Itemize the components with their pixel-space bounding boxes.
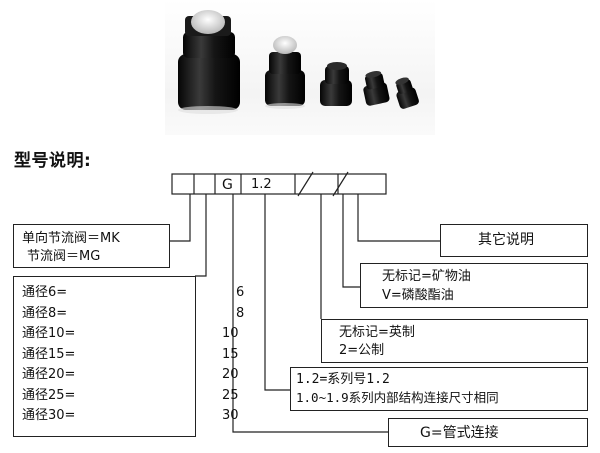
bore-size-label: 通径8= bbox=[22, 305, 68, 321]
valve-images bbox=[178, 10, 419, 114]
bore-size-value: 15 bbox=[222, 346, 239, 362]
series-line2: 1.0~1.9系列内部结构连接尺寸相同 bbox=[296, 390, 499, 405]
valve-tiny-icon bbox=[363, 71, 390, 106]
bore-size-value: 30 bbox=[222, 408, 239, 423]
oil-type-box bbox=[360, 263, 588, 308]
valve-small-icon bbox=[320, 62, 352, 106]
bore-size-value: 20 bbox=[222, 367, 239, 382]
code-series: 1.2 bbox=[251, 177, 272, 192]
bore-size-label: 通径25= bbox=[22, 387, 76, 403]
bore-size-value: 25 bbox=[222, 387, 239, 403]
valve-medium-icon bbox=[265, 36, 305, 109]
bore-size-value: 8 bbox=[236, 305, 245, 321]
connection-type-box bbox=[388, 418, 588, 447]
bore-size-label: 通径10= bbox=[22, 326, 76, 341]
unit-system-line1: 无标记=英制 bbox=[339, 325, 415, 340]
bore-size-label: 通径6= bbox=[22, 285, 68, 300]
valve-large-icon bbox=[178, 10, 240, 114]
code-type-letter: G bbox=[222, 177, 233, 193]
bore-size-label: 通径15= bbox=[22, 346, 76, 362]
bore-size-label: 通径20= bbox=[22, 367, 76, 382]
series-line1: 1.2=系列号1.2 bbox=[296, 372, 390, 387]
oil-type-line2: V=磷酸酯油 bbox=[382, 288, 454, 303]
valve-type-line1: 单向节流阀＝MK bbox=[22, 231, 120, 246]
bore-size-value: 10 bbox=[222, 326, 239, 341]
section-heading: 型号说明: bbox=[14, 151, 92, 171]
series-box bbox=[290, 367, 588, 411]
product-photo bbox=[165, 0, 435, 135]
valve-type-line2: 节流阀＝MG bbox=[27, 249, 101, 264]
other-notes-label: 其它说明 bbox=[478, 232, 534, 248]
bore-size-label: 通径30= bbox=[22, 408, 76, 423]
bore-size-value: 6 bbox=[236, 285, 245, 300]
connection-type-label: G=管式连接 bbox=[420, 425, 499, 441]
oil-type-line1: 无标记=矿物油 bbox=[382, 269, 471, 284]
unit-system-box bbox=[321, 319, 588, 363]
other-notes-box bbox=[440, 224, 588, 257]
bore-size-box bbox=[13, 276, 196, 437]
valve-tiny-icon bbox=[395, 77, 419, 109]
unit-system-line2: 2=公制 bbox=[339, 343, 385, 358]
valve-type-box bbox=[13, 224, 170, 268]
